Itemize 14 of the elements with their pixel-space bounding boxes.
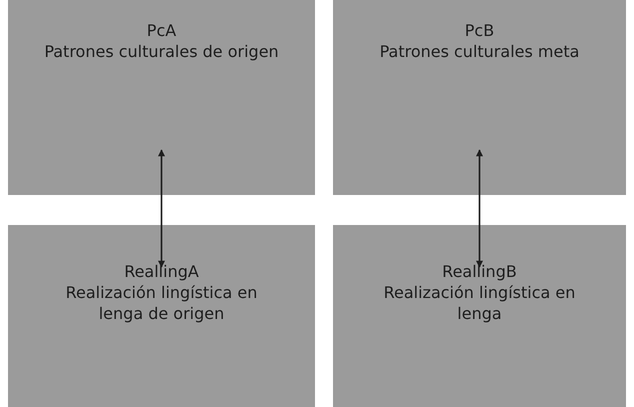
box-heading: PcB	[464, 20, 494, 41]
box-heading: PcA	[146, 20, 176, 41]
box-label: Patrones culturales meta	[380, 41, 580, 62]
double-arrow	[476, 149, 483, 268]
box-label: Realización lingística en lenga	[382, 282, 576, 324]
process-box	[333, 225, 626, 407]
box-heading: ReallingB	[442, 261, 517, 282]
process-box	[333, 0, 626, 195]
box-label: Realización lingística en lenga de origen	[64, 282, 258, 324]
box-label: Patrones culturales de origen	[44, 41, 279, 62]
process-box	[8, 225, 315, 407]
process-box	[8, 0, 315, 195]
box-heading: ReallingA	[124, 261, 199, 282]
double-arrow	[158, 149, 165, 268]
